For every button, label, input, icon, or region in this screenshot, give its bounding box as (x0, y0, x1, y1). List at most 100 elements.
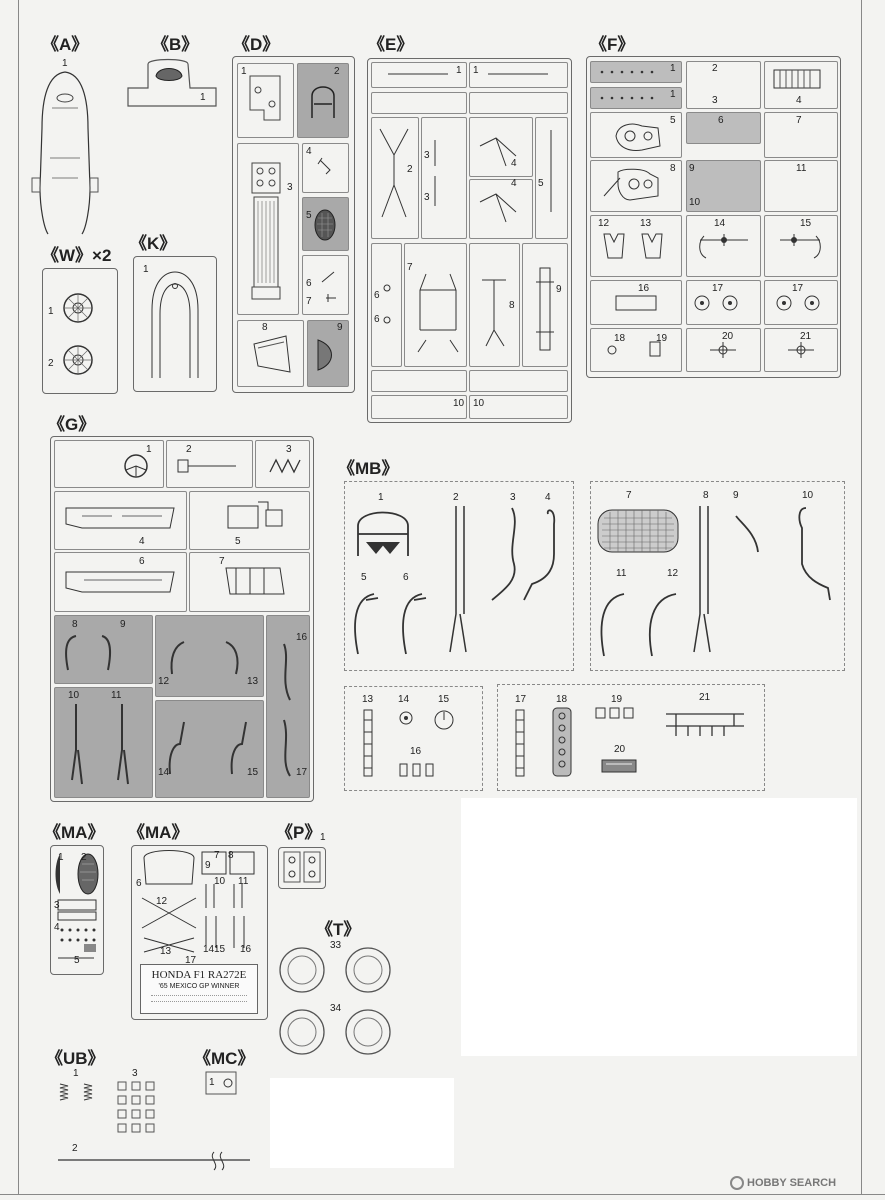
group-label-f: 《F》 (590, 35, 635, 54)
part-number: 6 (306, 278, 312, 289)
part-box-e-strip2 (469, 92, 568, 114)
gearbox-part (615, 123, 661, 151)
part-number: 14 (398, 694, 410, 705)
sprue-frame-w (42, 268, 118, 394)
part-number: 2 (186, 444, 192, 455)
part-number: 13 (640, 218, 652, 229)
part-box-e9 (522, 243, 568, 367)
part-box-g10 (54, 687, 153, 798)
dashed-frame-mb-small2 (497, 684, 765, 791)
part-number: 4 (796, 95, 802, 106)
part-number: 15 (438, 694, 450, 705)
name-plate: HONDA F1 RA272E '65 MEXICO GP WINNER (140, 964, 258, 1014)
part-number: 34 (330, 1003, 342, 1014)
part-number: 19 (656, 333, 668, 344)
part-box-d3 (237, 143, 299, 315)
washer-grid-part (117, 1081, 155, 1133)
sprue-frame-k (133, 256, 217, 392)
part-box-e10a (371, 395, 467, 419)
frame-right-line (861, 0, 862, 1195)
spring-part (59, 1083, 93, 1101)
body-cowl-part (31, 71, 99, 235)
part-number: 8 (228, 850, 234, 861)
bulkhead-part (227, 501, 283, 529)
roll-bar-part (357, 511, 409, 556)
part-number: 11 (111, 690, 122, 701)
part-number: 1 (62, 58, 68, 69)
part-box-f5 (590, 112, 682, 158)
part-box-e10b (469, 395, 568, 419)
group-label-a: 《A》 (42, 35, 89, 54)
part-number: 12 (667, 568, 679, 579)
rod-part (388, 73, 548, 75)
screen-part (253, 335, 291, 373)
plate-title: HONDA F1 RA272E (151, 969, 247, 981)
nut-part (399, 711, 413, 725)
part-box-f11 (764, 160, 838, 212)
watermark: HOBBY SEARCH (730, 1176, 836, 1190)
nose-cowl-part (151, 271, 199, 378)
part-box-e-strip1 (371, 92, 467, 114)
blank-area (270, 1078, 454, 1168)
part-number: 4 (306, 146, 312, 157)
part-number: 17 (712, 283, 724, 294)
group-label-g: 《G》 (48, 415, 96, 434)
part-number: 1 (209, 1077, 215, 1088)
part-box-f1a (590, 61, 682, 83)
part-box-e5 (535, 117, 568, 239)
rail-part (363, 709, 373, 777)
part-box-f14 (686, 215, 761, 277)
part-box-f12 (590, 215, 682, 277)
grille-mesh-part (597, 509, 679, 553)
part-box-g6 (54, 552, 187, 612)
pedal-cluster-part (269, 458, 301, 474)
part-number: 11 (616, 568, 627, 579)
part-number: 3 (424, 150, 430, 161)
engine-block-part (603, 168, 659, 201)
part-box-g5 (189, 491, 310, 550)
part-number: 5 (235, 536, 241, 547)
part-box-e4b (469, 179, 533, 239)
part-box-f18 (590, 328, 682, 372)
part-number: 13 (362, 694, 374, 705)
part-number: 4 (54, 922, 60, 933)
part-number: 1 (378, 492, 384, 503)
part-number: 3 (132, 1068, 138, 1079)
part-number: 9 (205, 860, 211, 871)
part-number: 20 (614, 744, 626, 755)
part-number: 10 (68, 690, 80, 701)
part-box-e1b (469, 62, 568, 88)
part-box-e7 (404, 243, 467, 367)
small-fitting-part (607, 341, 814, 358)
part-box-d8 (237, 320, 304, 387)
part-number: 11 (796, 163, 807, 174)
part-number: 5 (306, 210, 312, 221)
exhaust-pipe-part (71, 704, 129, 785)
curved-pipe-part (600, 593, 677, 657)
part-number: 9 (556, 284, 562, 295)
part-number: 9 (733, 490, 739, 501)
part-box-g2 (166, 440, 253, 488)
part-number: 1 (58, 852, 64, 863)
part-number: 16 (240, 944, 252, 955)
frame-left-line (18, 0, 19, 1195)
sprue-frame-ma1 (50, 845, 104, 975)
part-box-f17b (764, 280, 838, 325)
part-box-f17a (686, 280, 761, 325)
roll-hoop-part (311, 86, 335, 118)
part-box-f4 (764, 61, 838, 109)
wishbone-part (479, 137, 517, 223)
part-number: 5 (538, 178, 544, 189)
dashed-frame-mb-small1 (344, 686, 483, 791)
part-number: 3 (54, 900, 60, 911)
part-number: 12 (158, 676, 170, 687)
caliper-part (603, 233, 663, 259)
link-part (550, 130, 552, 212)
part-number: 17 (515, 694, 527, 705)
part-number: 1 (320, 832, 326, 843)
part-number: 8 (262, 322, 268, 333)
mc-part (205, 1071, 237, 1095)
steering-wheel-part (124, 454, 148, 478)
part-number: 13 (160, 946, 172, 957)
part-number: 6 (718, 115, 724, 126)
